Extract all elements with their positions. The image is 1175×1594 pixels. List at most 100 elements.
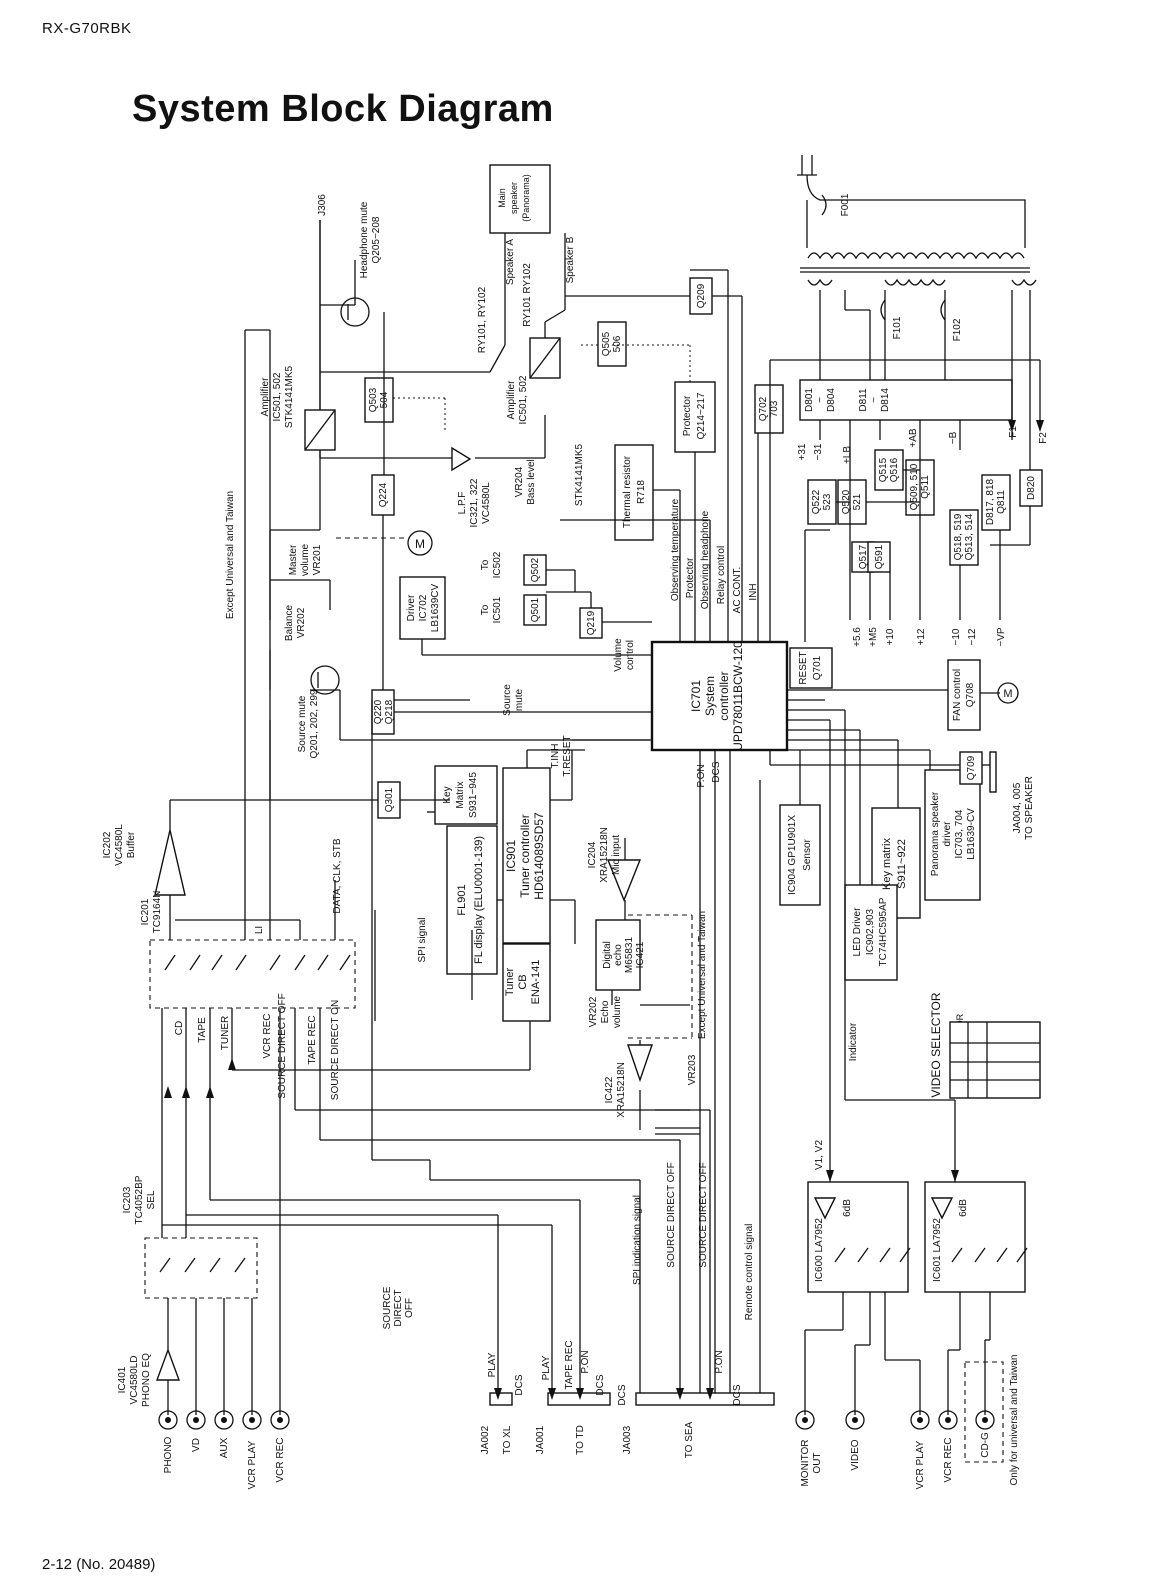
tuner-input-label-line: TUNER bbox=[220, 1016, 231, 1050]
q517-label: Q517 bbox=[858, 544, 869, 569]
q505-506-box bbox=[597, 321, 627, 367]
led-driver-label-line: IC902,903 bbox=[865, 908, 876, 955]
source-direct-off-1-label: SOURCE DIRECT OFF bbox=[666, 1162, 677, 1267]
except-ut2-label: Except Universal and Taiwan bbox=[697, 911, 708, 1039]
lpf-label-line: L.P.F bbox=[457, 492, 468, 515]
rail-56-label: +5.6 bbox=[852, 627, 863, 647]
d817-q811-label-line: Q811 bbox=[996, 490, 1007, 514]
amp-a-label-line: IC501, 502 bbox=[272, 372, 283, 421]
vcr-rec-input-label: VCR REC bbox=[262, 1013, 273, 1058]
ic421-label-line: echo bbox=[613, 944, 624, 966]
driver702-label-line: IC702 bbox=[418, 594, 429, 621]
q520-521-label-line: 521 bbox=[852, 493, 863, 510]
protector-signal-label-line: Protector bbox=[685, 557, 696, 598]
to-ic501-label-line: IC501 bbox=[492, 596, 503, 623]
video-selector-title: VIDEO SELECTOR bbox=[929, 992, 943, 1097]
dcs-4-label-line: DCS bbox=[732, 1384, 743, 1405]
key-matrix-1-box bbox=[434, 765, 498, 825]
dcs-2-label-line: DCS bbox=[595, 1374, 606, 1395]
source-direct-off-curve-label-line: OFF bbox=[404, 1298, 415, 1318]
stk-b-label-line: STK4141MK5 bbox=[574, 443, 585, 506]
cdg-label-line: CD-G bbox=[980, 1432, 991, 1458]
video-wiring bbox=[804, 1292, 991, 1415]
tuner-label-line: ENA-141 bbox=[530, 960, 542, 1005]
page-title: System Block Diagram bbox=[132, 88, 554, 130]
rail-p31-label-line: +31 bbox=[797, 443, 808, 460]
speaker-a-label: Speaker A bbox=[505, 239, 516, 285]
ic201-label-line: IC201 bbox=[140, 898, 151, 925]
rail-b-label: −B bbox=[948, 431, 959, 444]
f1-label: F1 bbox=[1008, 426, 1019, 438]
reset-label-line: Q701 bbox=[812, 655, 823, 680]
dcs-3-label-line: DCS bbox=[617, 1384, 628, 1405]
observing-headphone-label: Observing headphone bbox=[700, 510, 711, 609]
ic202-label-line: IC202 bbox=[102, 831, 113, 858]
protector-label-line: Protector bbox=[682, 395, 693, 436]
ic201-label-line: TC9164N bbox=[152, 891, 163, 934]
vr202-echo-label-line: Echo bbox=[600, 1000, 611, 1023]
panorama-driver-box bbox=[924, 769, 981, 901]
source-direct-off-input-label-line: SOURCE DIRECT OFF bbox=[277, 993, 288, 1098]
q709-box bbox=[959, 751, 983, 785]
f2-label: F2 bbox=[1038, 432, 1049, 444]
except-ut-label-line: Except Universal and Taiwan bbox=[225, 491, 236, 619]
ic201-outputs bbox=[169, 220, 378, 1021]
ja003-connector bbox=[635, 1392, 775, 1406]
vr202-echo-label-line: volume bbox=[612, 995, 623, 1028]
q702-703-label-line: Q702 bbox=[758, 396, 769, 421]
li-label: LI bbox=[254, 926, 265, 934]
tuner-label-line: Tuner bbox=[504, 968, 516, 997]
headphone-mute-label-line: Q205~208 bbox=[371, 216, 382, 263]
source-direct-off-2-label: SOURCE DIRECT OFF bbox=[698, 1162, 709, 1267]
tape-rec-label-line: TAPE REC bbox=[564, 1340, 575, 1389]
fan-control-label-line: FAN control bbox=[952, 669, 963, 721]
protector-signal-label: Protector bbox=[685, 557, 696, 598]
video-label: VIDEO bbox=[850, 1439, 861, 1470]
dcs-label: DCS bbox=[711, 761, 722, 782]
pon-label: P.ON bbox=[696, 764, 707, 787]
observing-headphone-label-line: Observing headphone bbox=[700, 510, 711, 609]
rail-lb-label-line: +LB bbox=[842, 446, 853, 464]
tuner-box bbox=[502, 943, 551, 1022]
main-speaker-label-line: speaker bbox=[509, 182, 519, 214]
relay-control-label: Relay control bbox=[716, 546, 727, 604]
q503-504-label-line: Q503 bbox=[368, 387, 379, 412]
thermal-resistor-box bbox=[614, 444, 654, 541]
q503-504-box bbox=[364, 377, 394, 423]
speaker-b-label-line: Speaker B bbox=[565, 236, 576, 283]
ry-top-label-line: RY101, RY102 bbox=[477, 286, 488, 353]
vcr-rec-out-label-line: VCR REC bbox=[943, 1437, 954, 1482]
dotted-control bbox=[336, 344, 691, 539]
d820-label-line: D820 bbox=[1026, 476, 1037, 500]
ic421-label-line: M65831 bbox=[624, 936, 635, 973]
vcr-rec-input-jack-label-line: VCR REC bbox=[275, 1437, 286, 1482]
ic201-switch-block bbox=[149, 939, 356, 1009]
q301-label: Q301 bbox=[384, 787, 395, 812]
vcr-rec-out-label: VCR REC bbox=[943, 1437, 954, 1482]
to-ic502-label-line: To bbox=[480, 559, 491, 570]
rail-m10-label: −10 bbox=[951, 628, 962, 645]
video-label-line: VIDEO bbox=[850, 1439, 861, 1470]
ry-mid-label-line: RY101 RY102 bbox=[522, 263, 533, 327]
f102-label: F102 bbox=[952, 318, 963, 341]
f2-label-line: F2 bbox=[1038, 432, 1049, 444]
fl901-label-line: FL901 bbox=[456, 884, 468, 915]
source-mute-label-line: Source mute bbox=[297, 695, 308, 752]
input-jacks bbox=[158, 1410, 995, 1430]
panorama-label-line: Panorama speaker bbox=[930, 791, 941, 876]
ic601-label-line: IC601 LA7952 bbox=[932, 1218, 943, 1282]
